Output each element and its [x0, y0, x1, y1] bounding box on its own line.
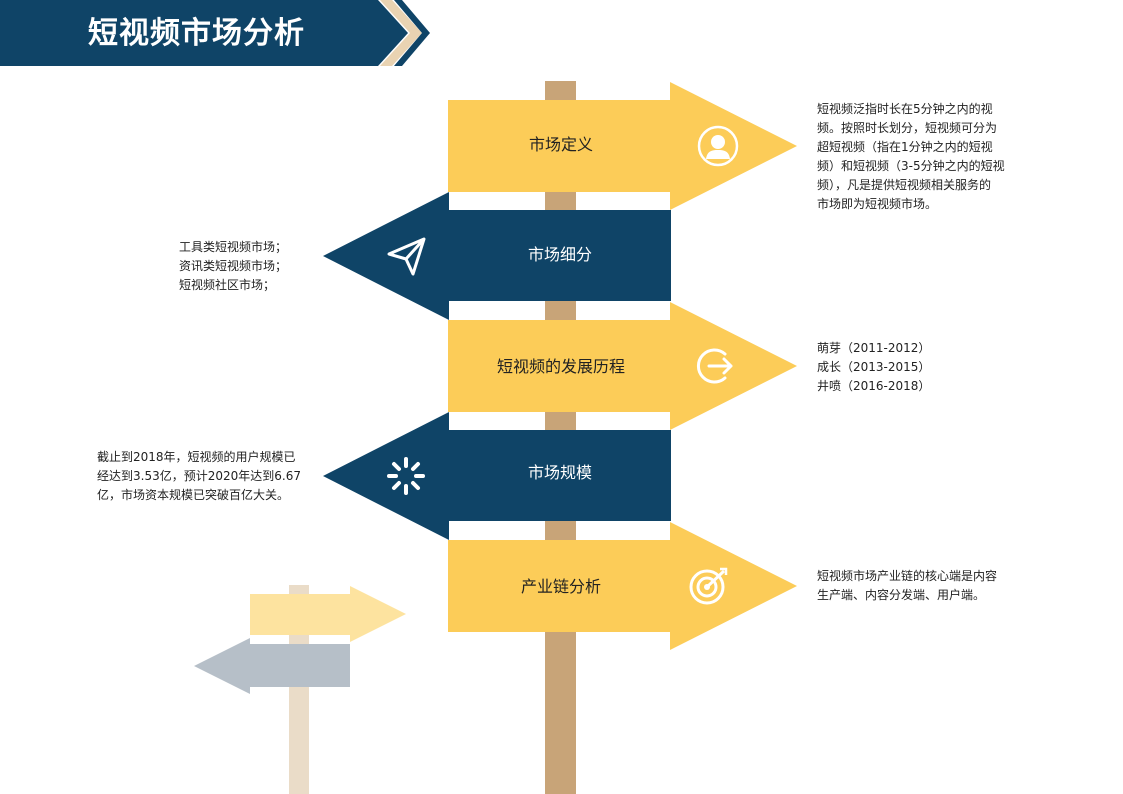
- note-line: 亿，市场资本规模已突破百亿大关。: [97, 486, 301, 505]
- note-line: 短视频泛指时长在5分钟之内的视: [817, 100, 1005, 119]
- note-line: 频。按照时长划分，短视频可分为: [817, 119, 1005, 138]
- note-line: 频），凡是提供短视频相关服务的: [817, 176, 1005, 195]
- note-line: 井喷（2016-2018）: [817, 377, 930, 396]
- note-line: 市场即为短视频市场。: [817, 195, 1005, 214]
- user-icon: [697, 125, 739, 167]
- note-market-segmentation: 工具类短视频市场； 资讯类短视频市场； 短视频社区市场；: [179, 238, 287, 295]
- sign-label-development-history: 短视频的发展历程: [448, 357, 674, 377]
- note-line: 短视频社区市场；: [179, 276, 287, 295]
- note-line: 频）和短视频（3-5分钟之内的短视: [817, 157, 1005, 176]
- note-line: 截止到2018年，短视频的用户规模已: [97, 448, 301, 467]
- note-line: 短视频市场产业链的核心端是内容: [817, 567, 997, 586]
- note-industry-chain: 短视频市场产业链的核心端是内容 生产端、内容分发端、用户端。: [817, 567, 997, 605]
- arrow-circle-icon: [695, 345, 737, 387]
- note-development-history: 萌芽（2011-2012） 成长（2013-2015） 井喷（2016-2018…: [817, 339, 930, 396]
- note-market-size: 截止到2018年，短视频的用户规模已 经达到3.53亿，预计2020年达到6.6…: [97, 448, 301, 505]
- sign-label-market-segmentation: 市场细分: [449, 245, 671, 265]
- loading-spinner-icon: [385, 455, 427, 497]
- note-line: 萌芽（2011-2012）: [817, 339, 930, 358]
- note-line: 超短视频（指在1分钟之内的短视: [817, 138, 1005, 157]
- decorative-small-signpost: [194, 585, 406, 794]
- sign-label-market-size: 市场规模: [449, 463, 671, 483]
- paper-plane-icon: [386, 235, 428, 277]
- sign-label-market-definition: 市场定义: [448, 135, 674, 155]
- note-line: 成长（2013-2015）: [817, 358, 930, 377]
- note-market-definition: 短视频泛指时长在5分钟之内的视 频。按照时长划分，短视频可分为 超短视频（指在1…: [817, 100, 1005, 214]
- note-line: 资讯类短视频市场；: [179, 257, 287, 276]
- note-line: 生产端、内容分发端、用户端。: [817, 586, 997, 605]
- sign-label-industry-chain: 产业链分析: [448, 577, 674, 597]
- target-icon: [688, 565, 730, 607]
- note-line: 工具类短视频市场；: [179, 238, 287, 257]
- note-line: 经达到3.53亿，预计2020年达到6.67: [97, 467, 301, 486]
